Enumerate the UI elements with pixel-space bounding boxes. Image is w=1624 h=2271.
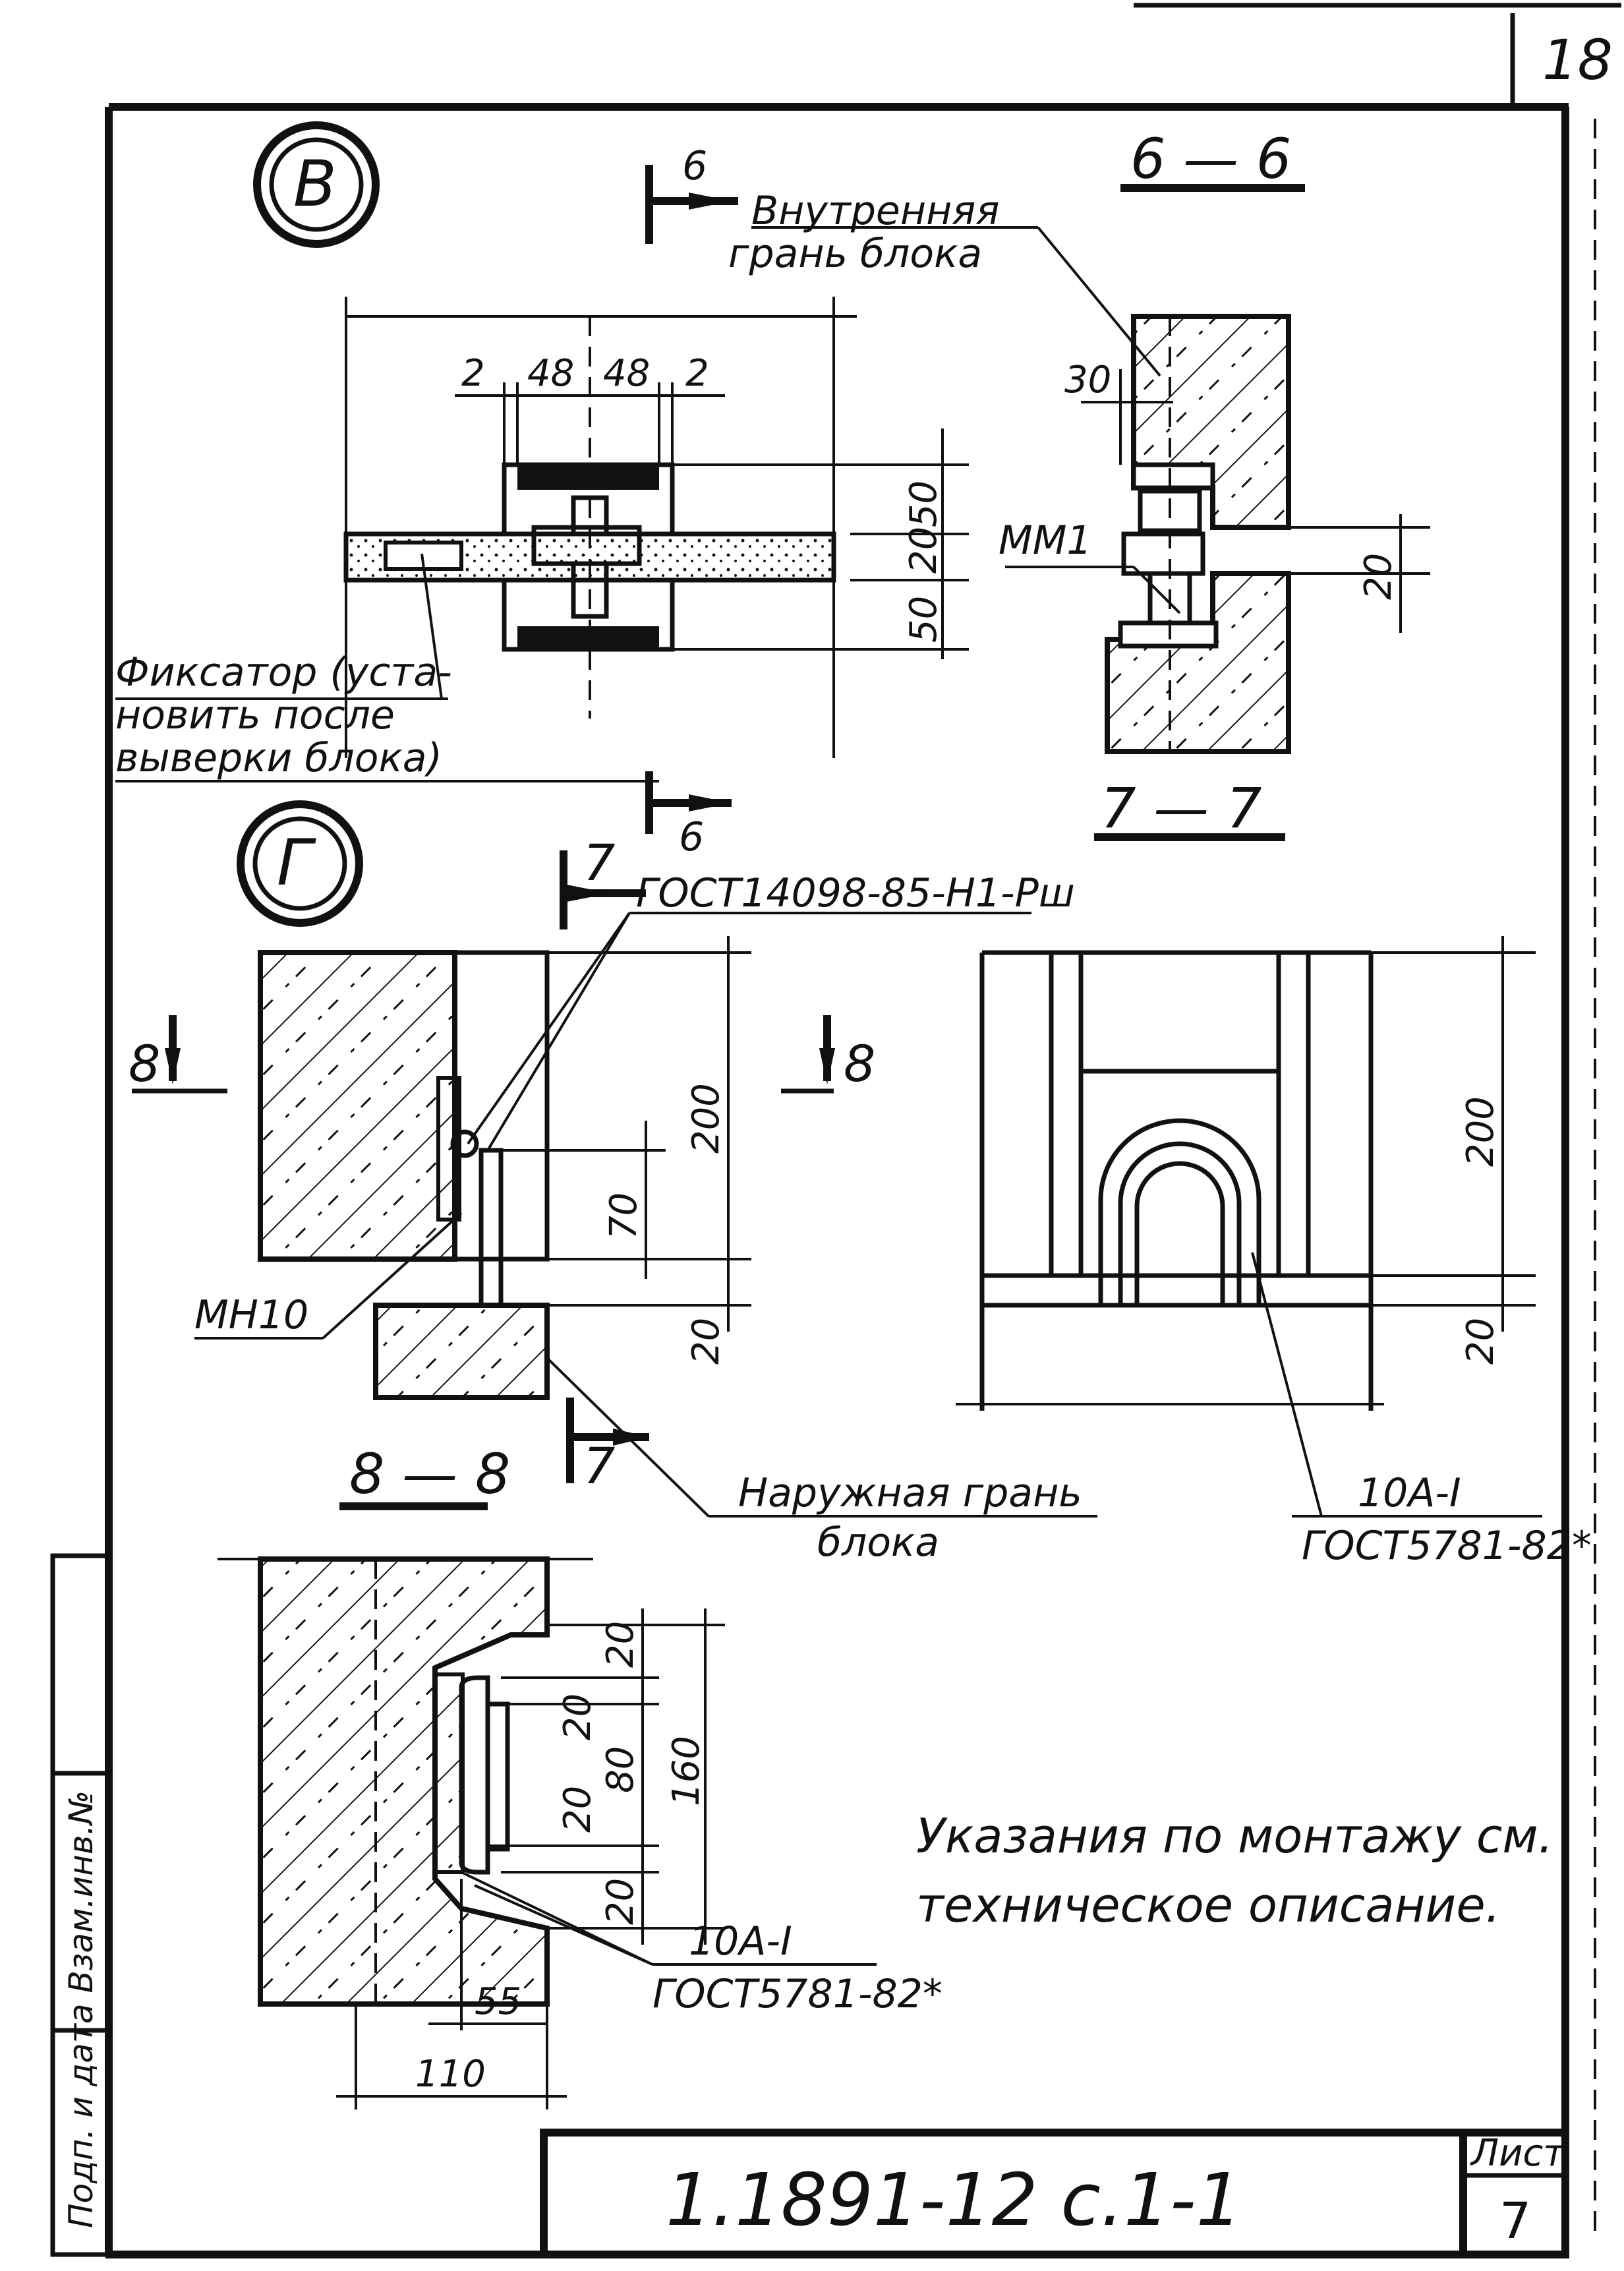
fixator-line3: выверки блока) [115,735,442,781]
dim-48-left: 48 [527,352,574,395]
list-label: Лист [1470,2132,1565,2175]
dim-2-left: 2 [461,352,485,395]
dim-55: 55 [475,1980,521,2023]
section-8-label: 8 — 8 [349,1442,510,1506]
title-block: 1.1891-12 с.1-1 Лист 7 [540,2129,1569,2258]
dim-48-right: 48 [603,352,650,395]
page-number: 18 [1542,28,1613,92]
dim-50-bottom: 50 [902,596,945,643]
cut-8-right: 8 [844,1034,875,1093]
dim-20-8a: 20 [599,1621,642,1668]
cut-7-top: 7 [583,833,615,892]
note-line2: техническое описание. [916,1877,1501,1933]
dim-30: 30 [1064,359,1111,401]
dim-20-7: 20 [1459,1318,1502,1365]
section-7-7: 200 20 10А-I ГОСТ5781-82* [956,936,1592,1569]
dim-200-g: 200 [685,1083,728,1154]
section-7-label: 7 — 7 [1101,776,1262,841]
cut-6-top: 6 [682,143,707,189]
side-stamp: Подп. и дата Взам.инв.№ [50,1553,111,2257]
dim-20-8c: 20 [556,1786,599,1833]
mm1-label: ММ1 [999,517,1092,564]
dim-110: 110 [415,2053,486,2096]
designation: 1.1891-12 с.1-1 [666,2158,1242,2242]
dim-20-6: 20 [1357,553,1400,600]
dim-50-top: 50 [902,481,945,527]
section-6-label: 6 — 6 [1130,127,1291,191]
list-number: 7 [1499,2191,1531,2250]
fixator-line1: Фиксатор (уста- [115,649,452,695]
cut-8-left: 8 [129,1034,160,1093]
side-stamp-text: Подп. и дата Взам.инв.№ [62,1790,100,2228]
dim-70-g: 70 [602,1193,645,1239]
rebar-7-line1: 10А-I [1358,1470,1461,1516]
dim-160: 160 [665,1736,708,1806]
section-8-8: 8 — 8 20 20 80 20 20 160 10А-I ГОСТ5781-… [218,1442,942,2109]
rebar-7-line2: ГОСТ5781-82* [1302,1523,1592,1569]
dim-20-8b: 20 [556,1694,599,1740]
gost-top: ГОСТ14098-85-Н1-Рш [636,870,1075,916]
detail-b-marker: В [293,147,337,221]
cut-6-bottom: 6 [679,814,704,860]
mn10-label: МН10 [194,1292,308,1338]
dim-20-g: 20 [685,1318,728,1365]
detail-g: Г 7 ГОСТ14098-85-Н1-Рш 200 70 20 8 8 [129,800,1097,1566]
rebar-8-line2: ГОСТ5781-82* [652,1971,942,2017]
detail-b: В 6 6 2 48 48 2 [115,121,1161,860]
note-line1: Указания по монтажу см. [916,1808,1553,1864]
mounting-note: Указания по монтажу см. техническое опис… [916,1808,1553,1933]
dim-80: 80 [599,1746,642,1793]
dim-200-7: 200 [1459,1096,1502,1167]
dim-20-8d: 20 [599,1878,642,1925]
dim-20-mid: 20 [902,527,945,574]
inner-face-line2: грань блока [728,231,982,277]
detail-g-marker: Г [277,826,316,900]
outer-face-line1: Наружная грань [738,1470,1082,1516]
outer-face-line2: блока [817,1519,939,1566]
cut-7-bottom: 7 [583,1436,615,1495]
section-6-6: 6 — 6 30 ММ1 20 7 — 7 [999,127,1430,841]
dim-2-right: 2 [685,352,709,395]
rebar-8-line1: 10А-I [689,1918,792,1964]
